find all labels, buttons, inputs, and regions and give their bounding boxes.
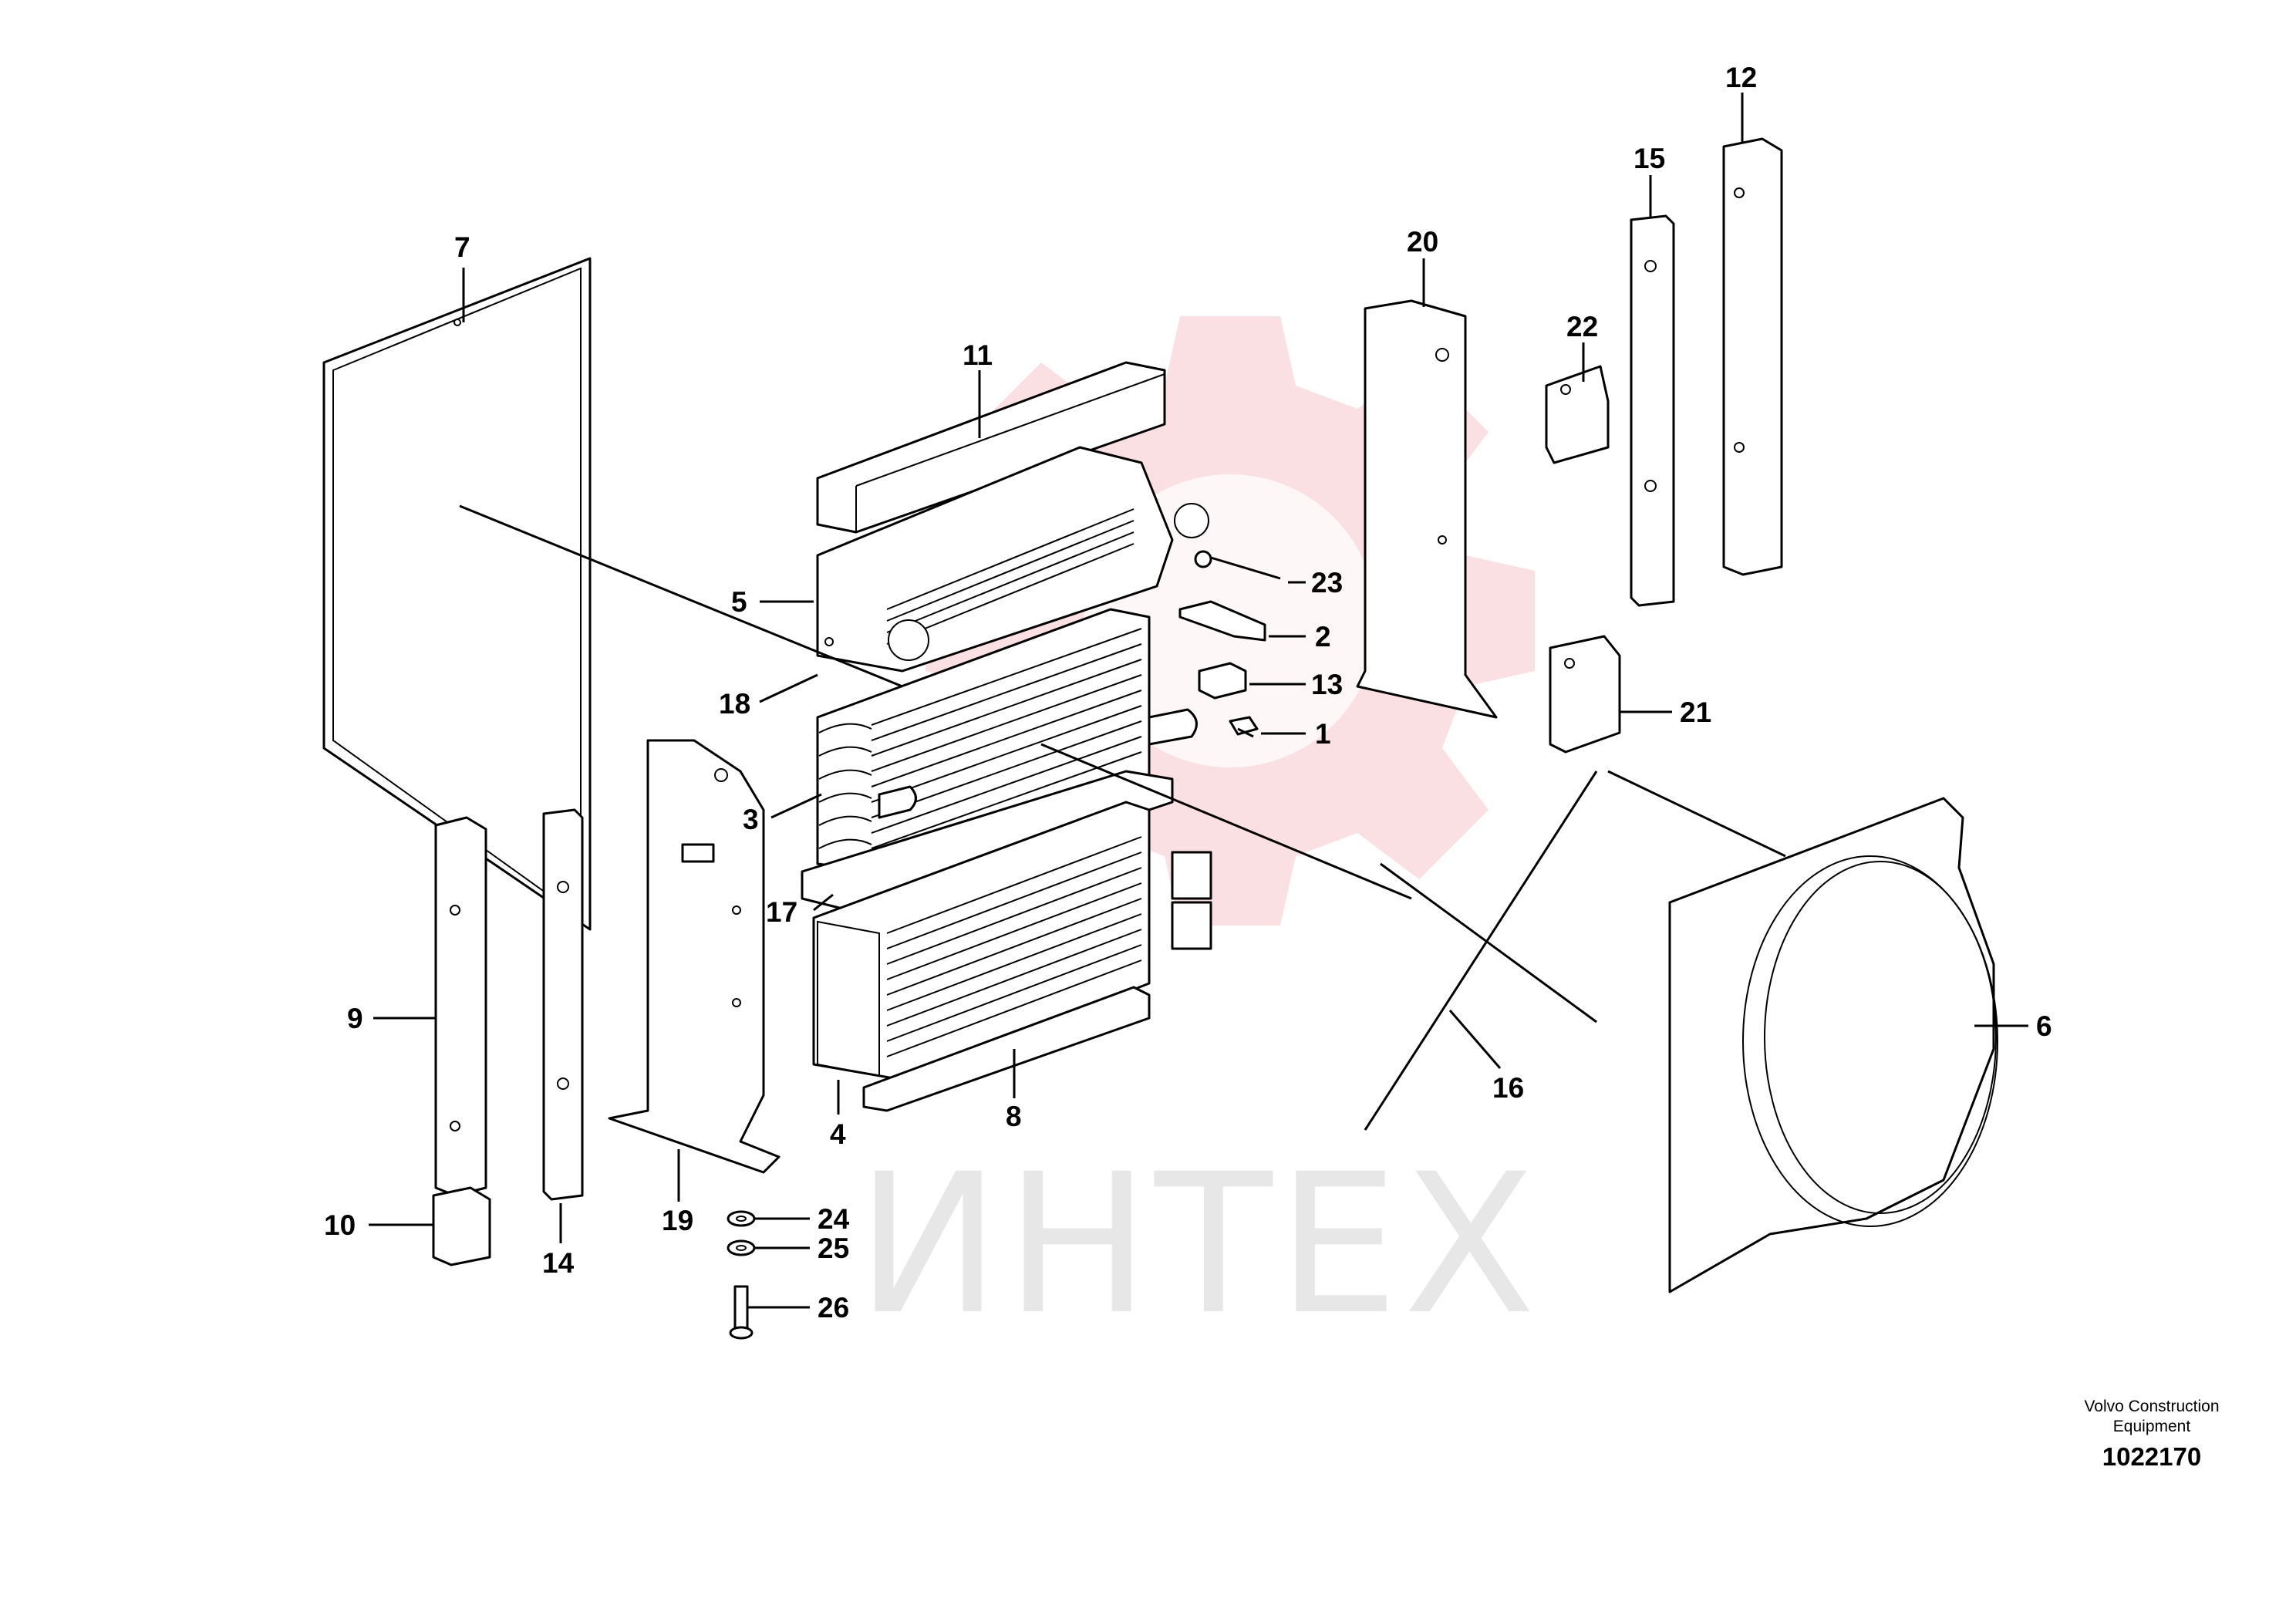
part-15-strip <box>1630 214 1675 607</box>
callout-3: 3 <box>743 804 759 835</box>
callout-1: 1 <box>1315 718 1331 750</box>
callout-13: 13 <box>1311 669 1343 700</box>
callout-25: 25 <box>818 1233 849 1264</box>
part-13-block <box>1198 662 1247 700</box>
callout-11: 11 <box>963 339 993 371</box>
callout-23: 23 <box>1311 567 1343 599</box>
callout-16: 16 <box>1492 1072 1524 1104</box>
callout-5: 5 <box>731 586 747 618</box>
watermark-text: ИНТЕХ <box>856 1132 1540 1357</box>
callout-14: 14 <box>542 1247 575 1279</box>
part-23-bolt <box>1194 550 1281 580</box>
callout-9: 9 <box>347 1003 363 1034</box>
callout-7: 7 <box>454 231 470 263</box>
callout-4: 4 <box>830 1118 846 1150</box>
part-17-plate <box>801 770 1174 912</box>
callout-2: 2 <box>1315 621 1331 653</box>
part-9-left-post <box>434 816 487 1197</box>
callout-15: 15 <box>1633 143 1665 174</box>
part-19-left-frame <box>608 739 781 1174</box>
callout-10: 10 <box>324 1209 356 1241</box>
part-12-right-post <box>1722 137 1783 576</box>
part-2-clip <box>1178 600 1266 642</box>
callout-19: 19 <box>662 1205 693 1236</box>
part-1-sensor <box>1229 716 1259 738</box>
part-20-right-frame <box>1356 299 1498 719</box>
callout-26: 26 <box>818 1292 849 1324</box>
callout-17: 17 <box>766 896 797 928</box>
part-26-bolt <box>729 1285 754 1340</box>
manufacturer-line-2: Equipment <box>2112 1418 2191 1435</box>
manufacturer-line-1: Volvo Construction <box>2084 1398 2220 1415</box>
callout-20: 20 <box>1407 226 1438 258</box>
callout-8: 8 <box>1006 1101 1022 1132</box>
part-16-x-brace <box>1364 771 1598 1131</box>
callout-18: 18 <box>719 688 750 720</box>
callout-labels: 7 11 12 15 20 22 23 2 13 1 21 5 18 3 17 … <box>324 62 2052 1324</box>
part-21-bracket <box>1549 635 1621 754</box>
callout-22: 22 <box>1566 311 1598 342</box>
part-24-washer <box>727 1210 756 1227</box>
callout-12: 12 <box>1725 62 1757 93</box>
part-10-post-end <box>432 1186 491 1266</box>
part-5-upper-cooler <box>816 446 1209 673</box>
part-6-fan-shroud <box>1668 797 1998 1293</box>
part-14-strip <box>542 808 584 1201</box>
part-22-bracket <box>1545 365 1610 464</box>
part-8-bottom-bar <box>862 986 1151 1112</box>
part-11-top-bar <box>816 361 1166 534</box>
part-4-oil-cooler <box>812 801 1212 1081</box>
callout-21: 21 <box>1680 696 1711 728</box>
callout-24: 24 <box>818 1203 850 1235</box>
drawing-number: 1022170 <box>2102 1442 2202 1471</box>
part-25-washer <box>727 1239 756 1256</box>
callout-6: 6 <box>2036 1010 2052 1042</box>
leader-lines <box>369 93 2028 1309</box>
